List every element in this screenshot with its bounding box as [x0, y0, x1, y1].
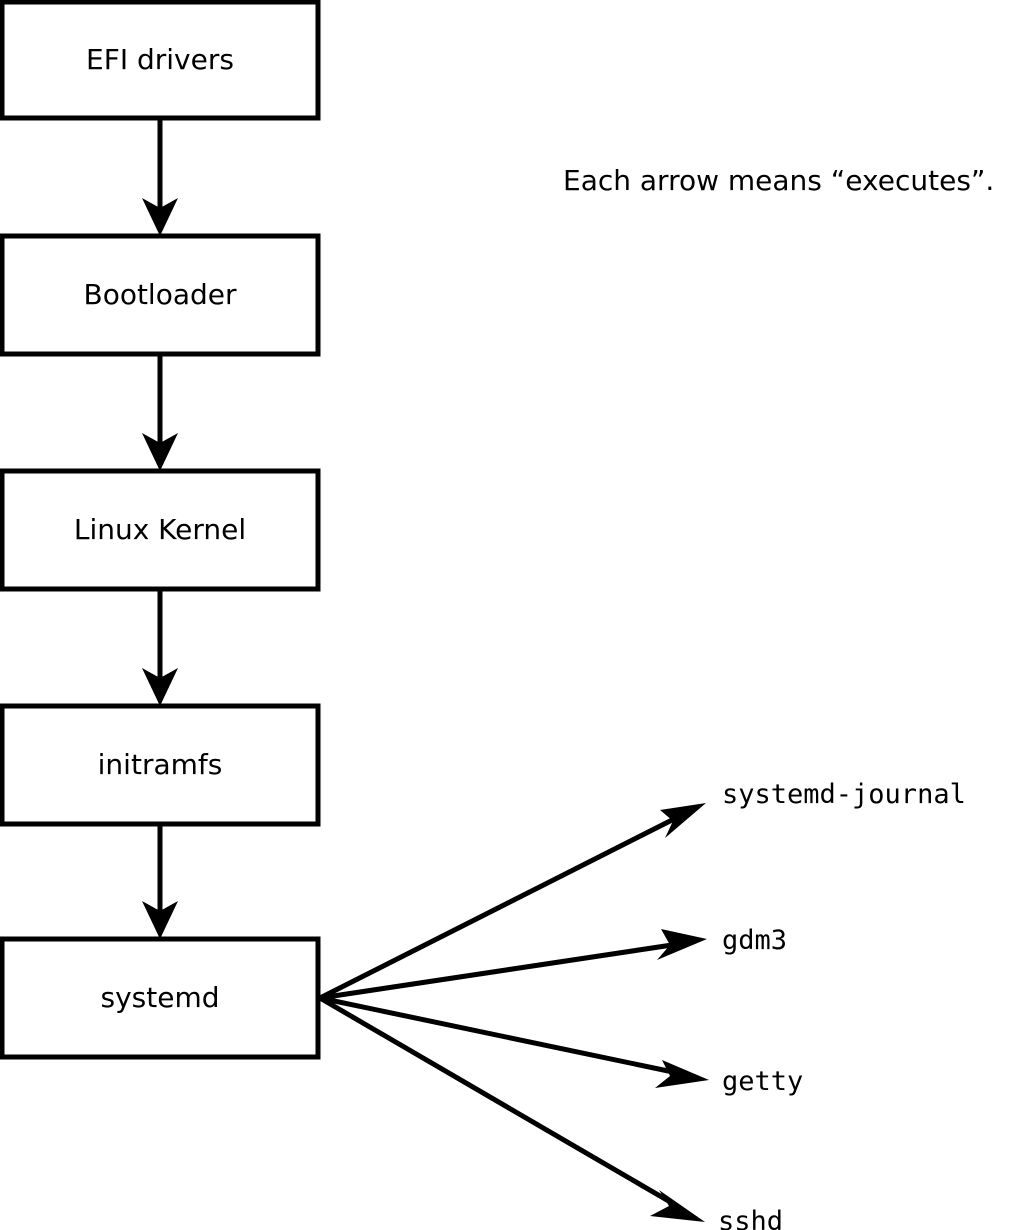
node-systemd[interactable]: systemd [0, 936, 321, 1060]
arrow-systemd-to-getty-stem [319, 995, 674, 1075]
arrow-kernel-to-initramfs-head [142, 668, 178, 706]
service-label-gdm3: gdm3 [722, 925, 787, 956]
node-linux-kernel[interactable]: Linux Kernel [0, 468, 321, 592]
node-linux-kernel-rect[interactable] [0, 468, 321, 592]
chain-arrows [142, 118, 178, 939]
arrow-initramfs-to-systemd [142, 824, 178, 939]
arrow-systemd-to-gdm3 [319, 929, 707, 1001]
node-systemd-rect[interactable] [0, 936, 321, 1060]
arrow-efi-to-bootloader [142, 118, 178, 236]
node-efi-drivers-rect[interactable] [0, 0, 321, 121]
arrow-systemd-to-getty-head [655, 1060, 709, 1088]
arrow-systemd-to-sshd-stem [318, 995, 674, 1206]
node-initramfs-label: initramfs [98, 748, 223, 781]
arrow-bootloader-to-kernel-head [142, 433, 178, 471]
service-label-getty: getty [722, 1066, 803, 1097]
service-label-sshd: sshd [718, 1206, 783, 1230]
arrow-systemd-to-sshd [318, 995, 705, 1222]
arrow-kernel-to-initramfs [142, 589, 178, 706]
arrow-initramfs-to-systemd-head [142, 901, 178, 939]
arrow-systemd-to-systemd-journal-head [660, 803, 706, 838]
arrow-systemd-to-sshd-head [650, 1190, 705, 1222]
service-labels: systemd-journal gdm3 getty sshd [718, 779, 966, 1230]
node-bootloader[interactable]: Bootloader [0, 233, 321, 357]
service-label-systemd-journal: systemd-journal [722, 779, 966, 810]
node-systemd-label: systemd [101, 981, 220, 1014]
node-efi-drivers-label: EFI drivers [86, 43, 234, 76]
node-linux-kernel-label: Linux Kernel [74, 513, 246, 546]
diagram-caption: Each arrow means “executes”. [563, 164, 994, 197]
node-bootloader-label: Bootloader [83, 278, 237, 311]
arrow-systemd-to-getty [319, 995, 709, 1088]
node-efi-drivers[interactable]: EFI drivers [0, 0, 321, 121]
arrow-systemd-to-systemd-journal-stem [318, 815, 678, 1001]
arrow-bootloader-to-kernel [142, 354, 178, 471]
arrow-systemd-to-gdm3-head [657, 929, 707, 960]
arrow-systemd-to-gdm3-stem [319, 942, 673, 1001]
node-initramfs[interactable]: initramfs [0, 703, 321, 827]
arrow-efi-to-bootloader-head [142, 198, 178, 236]
arrow-systemd-to-systemd-journal [318, 803, 706, 1001]
service-arrows [318, 803, 709, 1222]
